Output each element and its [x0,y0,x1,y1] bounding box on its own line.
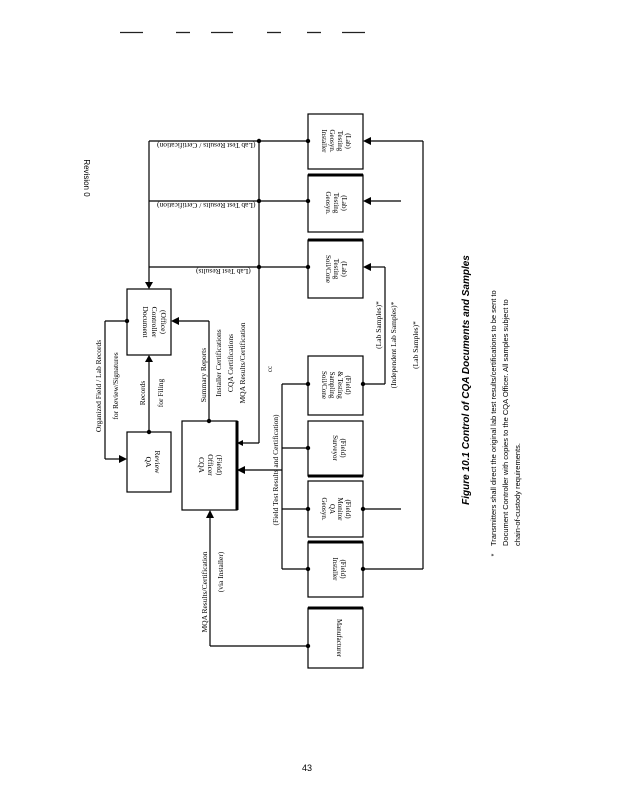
label-lab-results: (Lab Test Results) [196,267,251,276]
box-surveyor: Surveyor (Field) [307,420,364,478]
box-label: Soil/Cone [324,255,332,283]
box-geosyn-testing: Geosyn. Testing (Lab) [307,173,364,233]
arrow-into-installer-testing [363,137,371,145]
box-label: (Field) [344,499,352,519]
arrow-field-into-cqa [237,466,245,474]
box-label: Controller [150,307,159,338]
box-label: Testing [332,193,340,214]
box-label: CQA [197,457,206,473]
label-lab-samples: (Lab Samples)* [374,301,383,349]
box-label: Installer [320,130,328,154]
label-independent-lab-samples: (Independent Lab Samples)* [389,301,398,388]
label-organized-records: Organized Field / Lab Records [94,340,103,432]
figure-caption: Figure 10.1 Control of CQA Documents and… [461,255,472,505]
box-label: (Office) [159,310,168,335]
label-field-results: (Field Test Results and Certification) [271,414,280,525]
box-label: Geosyn. [324,191,332,214]
box-label: Document [141,306,150,338]
box-label: (Field) [344,375,352,395]
label-cqa-certs: CQA Certifications [226,334,235,392]
box-soil-cone-testing: Soil/Cone Testing (Lab) [307,238,364,299]
label-records: Records [138,381,147,406]
box-label: Installer [331,558,339,582]
box-document-controller: Document Controller (Office) [126,288,172,356]
label-for-review: for Review/Signatures [111,352,120,419]
box-label: (Lab) [344,133,352,149]
footnote-line-2: Document Controller with copies to the C… [501,299,510,546]
box-label: (Lab) [340,261,348,277]
arrow-cc-into-cqa [237,440,243,446]
box-label: Geosyn. [320,497,328,520]
box-label: Soil/Cone [320,371,328,399]
box-label: Officer [206,454,215,476]
box-label: Review [153,451,162,474]
box-installer: Installer (Field) [307,540,364,598]
box-label: Monitor [336,498,344,522]
box-label: & Testing [336,371,344,399]
label-summary-reports: Summary Reports [199,348,208,402]
arrow-summary-into-doc [171,317,179,325]
footnote-marker: * [491,553,498,556]
box-label: Testing [332,259,340,280]
box-label: QA [144,457,153,468]
flow-labels: (Lab Test Results / Certification) (Lab … [94,141,420,633]
box-soil-cone-sampling: Soil/Cone Sampling & Testing (Field) [307,355,364,416]
label-lab-results-cert: (Lab Test Results / Certification) [157,201,256,210]
label-via-installer: (via Installer) [216,551,225,592]
label-lab-results-cert: (Lab Test Results / Certification) [157,141,256,150]
label-mqa-cert: MQA Results/Certification [200,551,209,632]
label-cc: cc [266,366,274,372]
label-installer-certs: Installer Certifications [214,329,223,396]
box-label: (Field) [339,438,347,458]
arrow-into-geosyn-testing [363,197,371,205]
box-label: Manufacturer [335,619,343,658]
box-manufacturer: Manufacturer [307,606,364,669]
box-label: Testing [336,131,344,152]
label-mqa-results: MQA Results/Certification [238,322,247,403]
arrow-into-soil-testing [363,263,371,271]
box-label: Surveyor [331,435,339,461]
arrow-mqa-into-cqa [206,510,214,518]
revision-label: Revision 0 [82,159,91,197]
arrow-records-into-doc [145,355,153,362]
label-lab-samples: (Lab Samples)* [411,321,420,369]
box-label: Geosyn. [328,129,336,152]
footnote-line-3: chain-of-custody requirements. [513,443,522,546]
box-geosyn-qa-monitor: Geosyn. QA Monitor (Field) [307,480,364,538]
box-cqa-officer: CQA Officer (Field) [181,420,239,511]
label-for-filing: for Filing [156,378,165,407]
box-label: (Lab) [340,195,348,211]
box-label: Sampling [328,372,336,399]
box-installer-geosyn-testing: Installer Geosyn. Testing (Lab) [307,113,364,170]
box-label: (Field) [215,455,224,476]
box-label: QA [328,504,336,514]
box-label: (Field) [339,559,347,579]
arrow-into-qa-review [119,455,127,463]
connector-lines [104,137,424,649]
page-number: 43 [302,763,312,773]
arrow-into-document-controller [145,282,153,289]
box-qa-review: QA Review [126,431,172,493]
footnote-line-1: Transmitters shall direct the original l… [489,290,498,546]
